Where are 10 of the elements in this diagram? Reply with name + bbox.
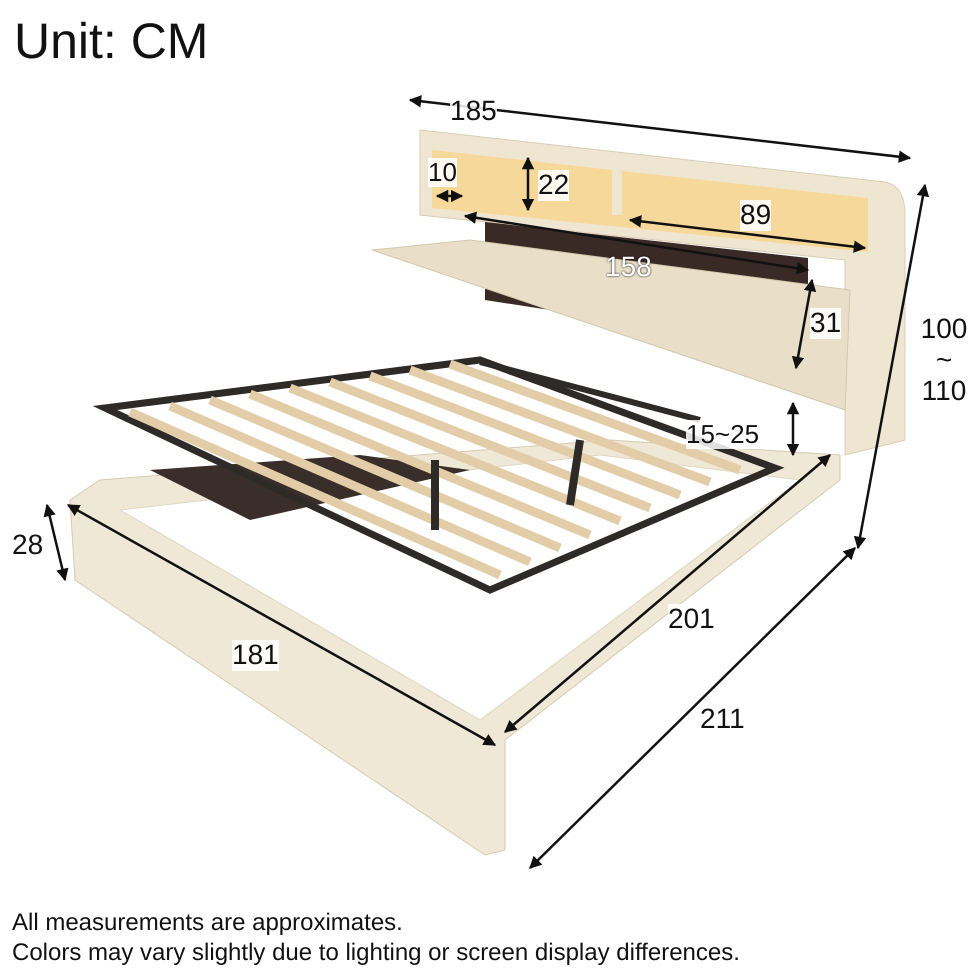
note-text: Colors may vary slightly due to lighting or screen display differences. — [12, 940, 740, 966]
note-text: All measurements are approximates. — [12, 910, 403, 936]
dimension-label: 89 — [740, 200, 772, 231]
dimension-label: 10 — [428, 158, 457, 187]
dimension-label: 15~25 — [686, 420, 760, 449]
dimension-label: 158 — [605, 252, 652, 283]
dimension-label: 31 — [810, 308, 842, 339]
dimension-label: 181 — [232, 640, 279, 671]
unit-label: Unit: CM — [14, 14, 208, 69]
dimension-label: 22 — [538, 170, 570, 201]
